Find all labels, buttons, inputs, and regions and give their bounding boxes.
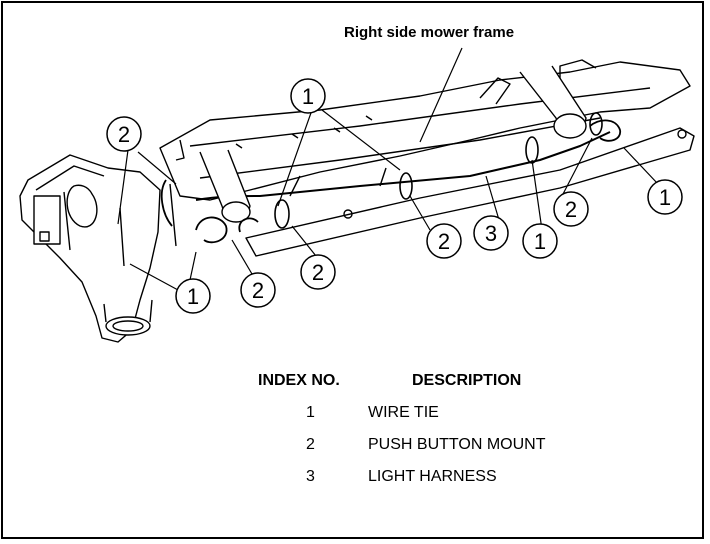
callout-label: 1 — [302, 84, 314, 109]
legend-description: LIGHT HARNESS — [368, 468, 497, 485]
callout-circle — [240, 272, 276, 308]
legend-header-description: DESCRIPTION — [412, 372, 522, 389]
legend-index: 2 — [306, 436, 315, 453]
callout-circle — [175, 278, 211, 314]
callout-label: 2 — [565, 197, 577, 222]
legend-header-index: INDEX NO. — [258, 372, 340, 389]
callout-label: 1 — [659, 185, 671, 210]
callout-circle — [106, 116, 142, 152]
legend-description: WIRE TIE — [368, 404, 439, 421]
callout-label: 2 — [438, 229, 450, 254]
callout-label: 2 — [312, 260, 324, 285]
title-leader — [419, 47, 463, 143]
callout-circle — [426, 223, 462, 259]
callout-circle — [290, 78, 326, 114]
callout-circle — [647, 179, 683, 215]
lower-bracket — [245, 127, 695, 257]
legend-index: 1 — [306, 404, 315, 421]
callout-label: 1 — [187, 284, 199, 309]
callout-circle — [553, 191, 589, 227]
callout-label: 3 — [485, 221, 497, 246]
legend-index: 3 — [306, 468, 315, 485]
diagram-title: Right side mower frame — [344, 24, 514, 41]
callout-label: 1 — [534, 229, 546, 254]
callout-label: 2 — [118, 122, 130, 147]
callout-circle — [300, 254, 336, 290]
legend-description: PUSH BUTTON MOUNT — [368, 436, 546, 453]
diagram-frame — [1, 1, 704, 539]
callout-label: 2 — [252, 278, 264, 303]
callout-circle — [473, 215, 509, 251]
callout-circle — [522, 223, 558, 259]
left-housing — [19, 154, 161, 343]
